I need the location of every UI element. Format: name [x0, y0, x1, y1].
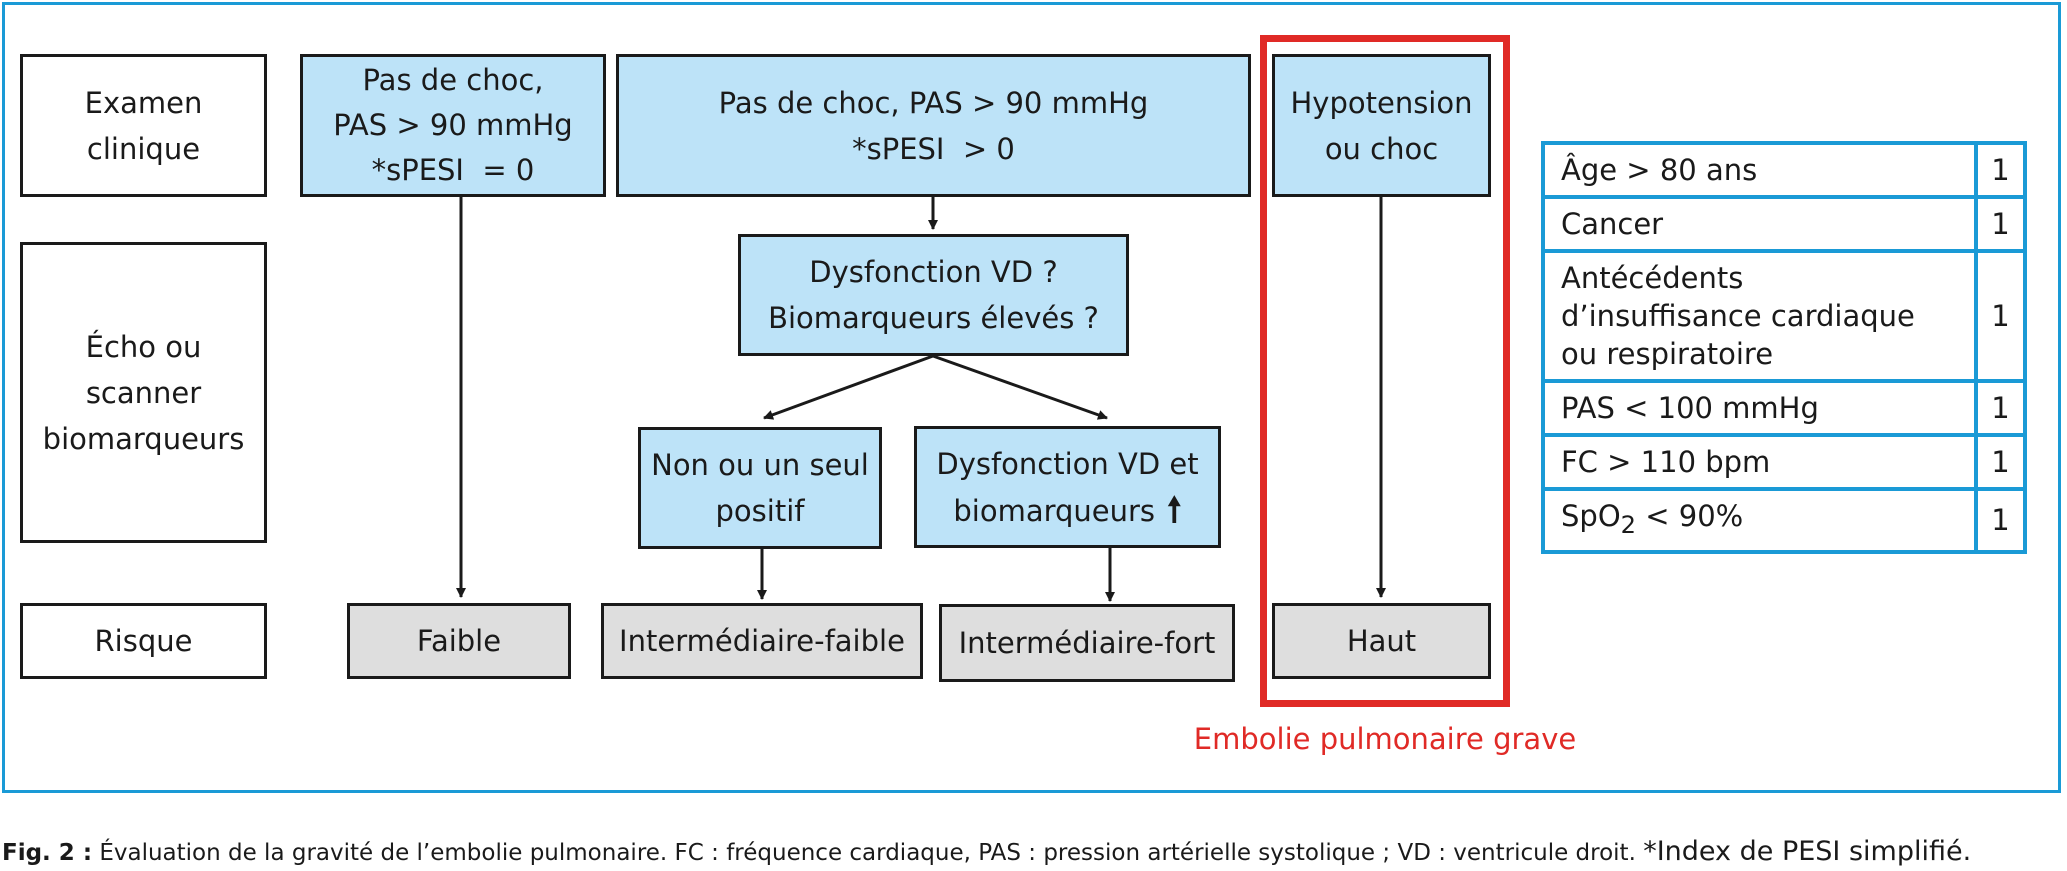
spesi-points: 1: [1974, 379, 2027, 437]
node-rv-dysfunction-question-line-2: Biomarqueurs élevés ?: [768, 301, 1099, 335]
node-rv-dysfunction-and-biomarkers: Dysfonction VD et biomarqueurs 🠕: [914, 426, 1221, 548]
risk-intermediate-high-label: Intermédiaire-fort: [958, 626, 1216, 660]
risk-high: Haut: [1272, 603, 1491, 679]
risk-low: Faible: [347, 603, 571, 679]
spesi-points: 1: [1974, 195, 2027, 253]
node-hypotension-shock-line-1: Hypotension: [1290, 85, 1473, 120]
node-no-shock-spesi-zero-line-3: *sPESI = 0: [371, 153, 535, 187]
spesi-criterion-line-3: ou respiratoire: [1561, 337, 1774, 371]
node-rv-dysfunction-and-biomarkers-line-2: biomarqueurs 🠕: [953, 487, 1181, 534]
spesi-criterion: SpO2 < 90%: [1541, 487, 1978, 554]
severe-pe-highlight: [1260, 35, 1510, 707]
node-no-shock-spesi-positive-line-1: Pas de choc, PAS > 90 mmHg: [718, 85, 1149, 120]
table-row: Antécédents d’insuffisance cardiaque ou …: [1541, 249, 2027, 383]
node-hypotension-shock-line-2: ou choc: [1324, 131, 1439, 166]
arrow-rv-question-to-rv-and-bio: [932, 354, 1108, 420]
figure-caption-note: *Index de PESI simplifié.: [1643, 836, 1972, 867]
node-no-shock-spesi-zero: Pas de choc, PAS > 90 mmHg *sPESI = 0: [300, 54, 606, 197]
node-none-or-one-positive: Non ou un seul positif: [638, 427, 882, 549]
node-no-shock-spesi-zero-line-1: Pas de choc,: [362, 63, 544, 97]
spesi-points: 1: [1974, 249, 2027, 383]
spesi-criterion: FC > 110 bpm: [1541, 433, 1978, 491]
node-rv-dysfunction-question: Dysfonction VD ? Biomarqueurs élevés ?: [738, 234, 1129, 356]
arrow-rv-question-to-none-or-one: [763, 354, 934, 420]
table-row: FC > 110 bpm 1: [1541, 433, 2027, 491]
row-header-exam-line-2: clinique: [86, 131, 201, 166]
spesi-score-table: Âge > 80 ans 1 Cancer 1 Antécédents d’in…: [1541, 141, 2027, 554]
spesi-points: 1: [1974, 433, 2027, 491]
row-header-exam-line-1: Examen: [84, 85, 203, 120]
row-header-echo-line-3: biomarqueurs: [42, 421, 245, 456]
risk-intermediate-low: Intermédiaire-faible: [601, 603, 923, 679]
table-row: SpO2 < 90% 1: [1541, 487, 2027, 554]
spesi-points: 1: [1974, 487, 2027, 554]
node-rv-dysfunction-question-line-1: Dysfonction VD ?: [809, 255, 1058, 289]
spesi-criterion: Âge > 80 ans: [1541, 141, 1978, 199]
figure-caption-label: Fig. 2 :: [2, 840, 93, 866]
spesi-criterion-line-2: d’insuffisance cardiaque: [1561, 299, 1915, 333]
node-no-shock-spesi-positive-line-2: *sPESI > 0: [852, 131, 1015, 166]
node-no-shock-spesi-zero-line-2: PAS > 90 mmHg: [333, 108, 573, 142]
table-row: Cancer 1: [1541, 195, 2027, 253]
spesi-criterion-spo2: SpO: [1561, 499, 1621, 533]
figure-caption: Fig. 2 : Évaluation de la gravité de l’e…: [2, 836, 2064, 867]
spesi-points: 1: [1974, 141, 2027, 199]
figure-caption-text: Évaluation de la gravité de l’embolie pu…: [92, 840, 1644, 866]
severe-pe-label: Embolie pulmonaire grave: [1193, 722, 1577, 756]
table-row: Âge > 80 ans 1: [1541, 141, 2027, 199]
row-header-echo: Écho ou scanner biomarqueurs: [20, 242, 267, 543]
row-header-echo-line-1: Écho ou: [85, 329, 202, 364]
risk-intermediate-low-label: Intermédiaire-faible: [619, 624, 905, 658]
spesi-criterion-spo2-threshold: < 90%: [1636, 499, 1744, 533]
table-row: PAS < 100 mmHg 1: [1541, 379, 2027, 437]
node-none-or-one-positive-line-1: Non ou un seul: [651, 448, 869, 482]
spesi-criterion-spo2-subscript: 2: [1620, 510, 1637, 539]
node-no-shock-spesi-positive: Pas de choc, PAS > 90 mmHg *sPESI > 0: [616, 54, 1251, 197]
row-header-risk: Risque: [20, 603, 267, 679]
node-rv-dysfunction-and-biomarkers-line-1: Dysfonction VD et: [936, 446, 1199, 481]
risk-high-label: Haut: [1346, 624, 1417, 658]
row-header-risk-label: Risque: [94, 624, 193, 658]
spesi-criterion: Cancer: [1541, 195, 1978, 253]
spesi-criterion: PAS < 100 mmHg: [1541, 379, 1978, 437]
node-hypotension-shock: Hypotension ou choc: [1272, 54, 1491, 197]
node-none-or-one-positive-line-2: positif: [715, 494, 805, 528]
up-arrow-icon: 🠕: [1167, 489, 1182, 530]
figure-frame: [2, 2, 2061, 793]
node-rv-dysfunction-and-biomarkers-line-2-text: biomarqueurs: [953, 493, 1156, 528]
row-header-echo-line-2: scanner: [85, 375, 202, 410]
spesi-criterion-line-1: Antécédents: [1561, 261, 1744, 295]
spesi-criterion: Antécédents d’insuffisance cardiaque ou …: [1541, 249, 1978, 383]
risk-low-label: Faible: [416, 624, 502, 658]
risk-intermediate-high: Intermédiaire-fort: [939, 604, 1235, 682]
row-header-exam: Examen clinique: [20, 54, 267, 197]
